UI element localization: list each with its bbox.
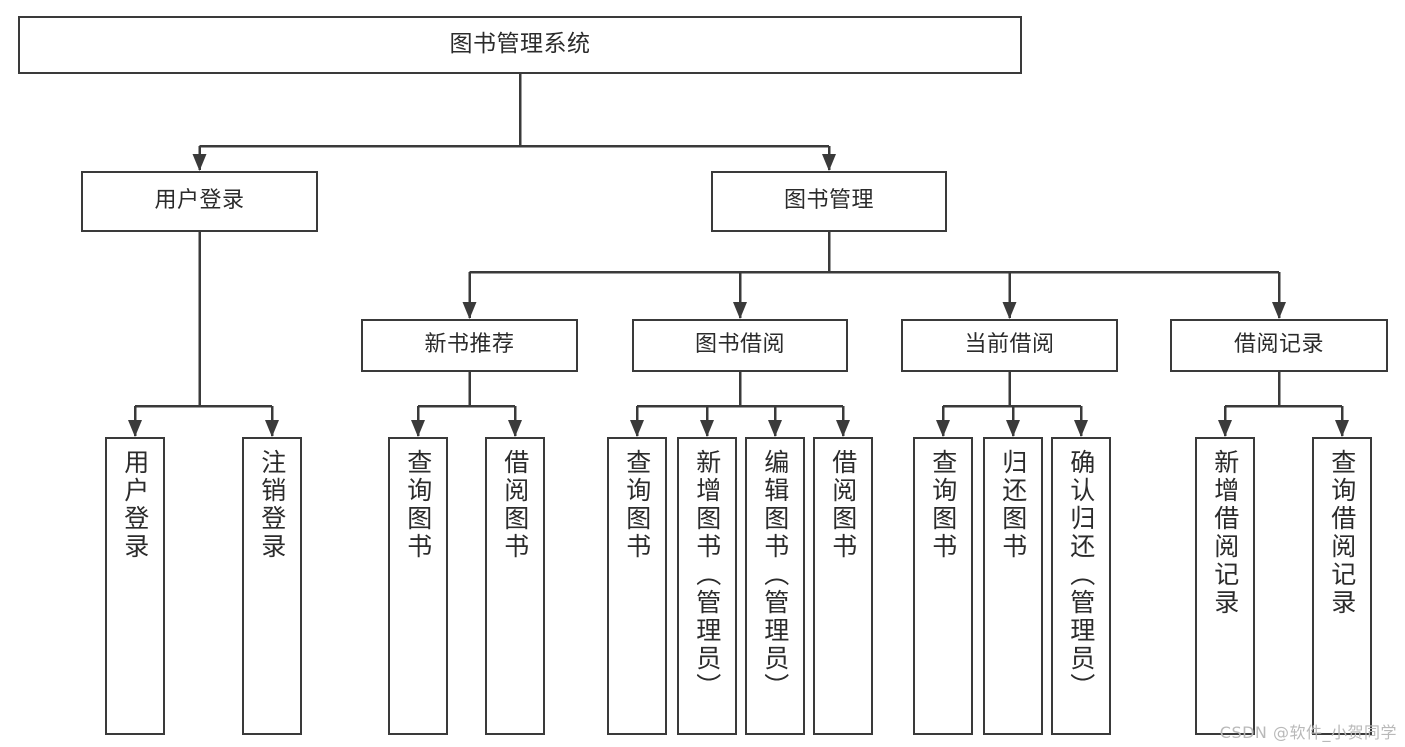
arrowhead-leaf-4	[630, 420, 644, 437]
node-label: 查询图书	[622, 449, 652, 561]
node-label: 图书借阅	[694, 332, 785, 358]
node-label: 注销登录	[257, 449, 287, 561]
arrowhead-leaf-9	[1006, 420, 1020, 437]
node-leaf-5[interactable]: 新增图书（管理员）	[677, 437, 737, 735]
arrowhead-leaf-0	[128, 420, 142, 437]
node-label: 图书管理	[783, 188, 874, 214]
node-l2-0[interactable]: 新书推荐	[361, 319, 578, 372]
arrowhead-leaf-7	[836, 420, 850, 437]
node-leaf-1[interactable]: 注销登录	[242, 437, 302, 735]
arrowhead-leaf-12	[1335, 420, 1349, 437]
arrowhead-leaf-8	[936, 420, 950, 437]
node-root[interactable]: 图书管理系统	[18, 16, 1022, 74]
arrowhead-l1-0	[192, 154, 207, 171]
arrowhead-leaf-3	[508, 420, 522, 437]
node-l1-1[interactable]: 图书管理	[711, 171, 947, 232]
arrowhead-l2-2	[1002, 302, 1017, 319]
node-leaf-4[interactable]: 查询图书	[607, 437, 667, 735]
node-label: 编辑图书（管理员）	[760, 449, 790, 701]
arrowhead-l1-1	[822, 154, 836, 171]
node-label: 查询图书	[928, 449, 958, 561]
node-label: 查询图书	[403, 449, 433, 561]
node-label: 新增图书（管理员）	[692, 449, 722, 701]
node-leaf-8[interactable]: 查询图书	[913, 437, 973, 735]
arrowhead-l2-1	[733, 302, 747, 319]
node-leaf-2[interactable]: 查询图书	[388, 437, 448, 735]
node-leaf-10[interactable]: 确认归还（管理员）	[1051, 437, 1111, 735]
node-leaf-6[interactable]: 编辑图书（管理员）	[745, 437, 805, 735]
arrowhead-leaf-10	[1074, 420, 1088, 437]
arrowhead-l2-3	[1272, 302, 1286, 319]
node-label: 借阅记录	[1233, 332, 1324, 358]
node-label: 新增借阅记录	[1210, 449, 1240, 617]
node-label: 借阅图书	[500, 449, 530, 561]
arrowhead-leaf-11	[1218, 420, 1232, 437]
node-leaf-12[interactable]: 查询借阅记录	[1312, 437, 1372, 735]
node-l2-3[interactable]: 借阅记录	[1170, 319, 1388, 372]
node-label: 用户登录	[120, 449, 150, 561]
node-leaf-0[interactable]: 用户登录	[105, 437, 165, 735]
node-label: 查询借阅记录	[1327, 449, 1357, 617]
arrowhead-leaf-1	[265, 420, 279, 437]
arrowhead-leaf-2	[411, 420, 425, 437]
node-l1-0[interactable]: 用户登录	[81, 171, 318, 232]
arrowhead-leaf-6	[768, 420, 782, 437]
node-label: 当前借阅	[964, 332, 1055, 358]
arrowhead-l2-0	[462, 302, 477, 319]
node-label: 新书推荐	[424, 332, 515, 358]
node-leaf-3[interactable]: 借阅图书	[485, 437, 545, 735]
node-label: 图书管理系统	[449, 31, 591, 58]
node-label: 借阅图书	[828, 449, 858, 561]
node-leaf-7[interactable]: 借阅图书	[813, 437, 873, 735]
node-label: 归还图书	[998, 449, 1028, 561]
node-label: 确认归还（管理员）	[1066, 449, 1096, 701]
node-leaf-9[interactable]: 归还图书	[983, 437, 1043, 735]
arrowhead-leaf-5	[700, 420, 714, 437]
node-l2-1[interactable]: 图书借阅	[632, 319, 848, 372]
node-label: 用户登录	[154, 188, 245, 214]
node-leaf-11[interactable]: 新增借阅记录	[1195, 437, 1255, 735]
node-l2-2[interactable]: 当前借阅	[901, 319, 1118, 372]
